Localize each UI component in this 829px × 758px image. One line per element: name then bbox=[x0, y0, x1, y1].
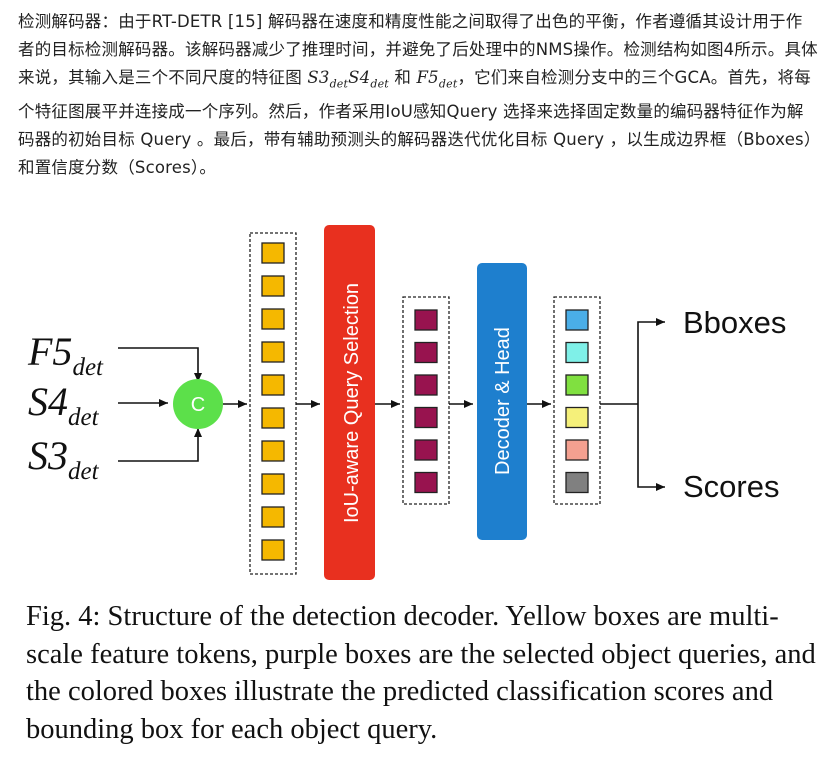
math-f5det: F5det bbox=[416, 68, 458, 91]
prediction-box-2 bbox=[565, 341, 589, 364]
object-query-5 bbox=[414, 439, 438, 461]
paragraph-text-a: 检测解码器：由于RT-DETR [15] 解码器在速度和精度性能之间取得了出色的… bbox=[18, 12, 818, 87]
input-label-s4: S4det bbox=[28, 379, 100, 431]
feature-token-10 bbox=[261, 539, 285, 561]
query-selection-box bbox=[324, 225, 375, 580]
feature-token-5 bbox=[261, 374, 285, 396]
output-bboxes-label: Bboxes bbox=[683, 305, 786, 340]
math-s3det: S3det bbox=[307, 68, 349, 91]
object-query-4 bbox=[414, 406, 438, 429]
object-query-2 bbox=[414, 341, 438, 364]
feature-token-1 bbox=[261, 242, 285, 264]
prediction-box-4 bbox=[565, 406, 589, 429]
object-queries bbox=[414, 309, 438, 494]
input-label-s3: S3det bbox=[28, 433, 100, 485]
concat-node bbox=[173, 379, 223, 429]
input-label-f5: F5det bbox=[27, 329, 104, 381]
paragraph: 检测解码器：由于RT-DETR [15] 解码器在速度和精度性能之间取得了出色的… bbox=[18, 8, 818, 182]
figure-caption: Fig. 4: Structure of the detection decod… bbox=[26, 601, 816, 745]
feature-token-4 bbox=[261, 341, 285, 363]
feature-token-8 bbox=[261, 473, 285, 495]
feature-token-7 bbox=[261, 440, 285, 462]
object-query-3 bbox=[414, 374, 438, 396]
query-stack bbox=[402, 296, 450, 505]
output-scores-label: Scores bbox=[683, 469, 779, 504]
decoder-label: Decoder & Head bbox=[492, 327, 514, 475]
prediction-boxes bbox=[565, 309, 589, 494]
prediction-box-6 bbox=[565, 471, 589, 494]
query-selection-label: IoU-aware Query Selection bbox=[341, 283, 363, 523]
arrow-to-bboxes bbox=[637, 318, 665, 404]
prediction-box-3 bbox=[565, 374, 589, 396]
object-query-6 bbox=[414, 471, 438, 494]
feature-token-9 bbox=[261, 506, 285, 528]
paragraph-text-b: ，它们来自检测分支中的三个GCA。首先，将每个特征图展平并连接成一个序列。然后，… bbox=[18, 68, 813, 178]
arrow-s3 bbox=[118, 428, 202, 462]
feature-token-2 bbox=[261, 275, 285, 297]
feature-token-6 bbox=[261, 407, 285, 429]
concat-label: C bbox=[191, 394, 205, 416]
decoder-box bbox=[477, 263, 527, 540]
arrow-to-scores bbox=[637, 404, 665, 491]
prediction-box-1 bbox=[565, 309, 589, 331]
arrow-f5 bbox=[118, 347, 202, 382]
math-s4det: S4det bbox=[348, 68, 389, 91]
prediction-box-5 bbox=[565, 439, 589, 461]
prediction-stack bbox=[553, 296, 601, 505]
feature-tokens bbox=[261, 242, 285, 561]
object-query-1 bbox=[414, 309, 438, 331]
svg-text:S3det: S3det bbox=[28, 433, 100, 485]
paragraph-text-and: 和 bbox=[388, 68, 417, 87]
feature-token-3 bbox=[261, 308, 285, 330]
svg-text:F5det: F5det bbox=[27, 329, 104, 381]
decoder-diagram: F5det S4det S3det C IoU-aware Query Sele… bbox=[27, 225, 786, 580]
svg-text:S4det: S4det bbox=[28, 379, 100, 431]
